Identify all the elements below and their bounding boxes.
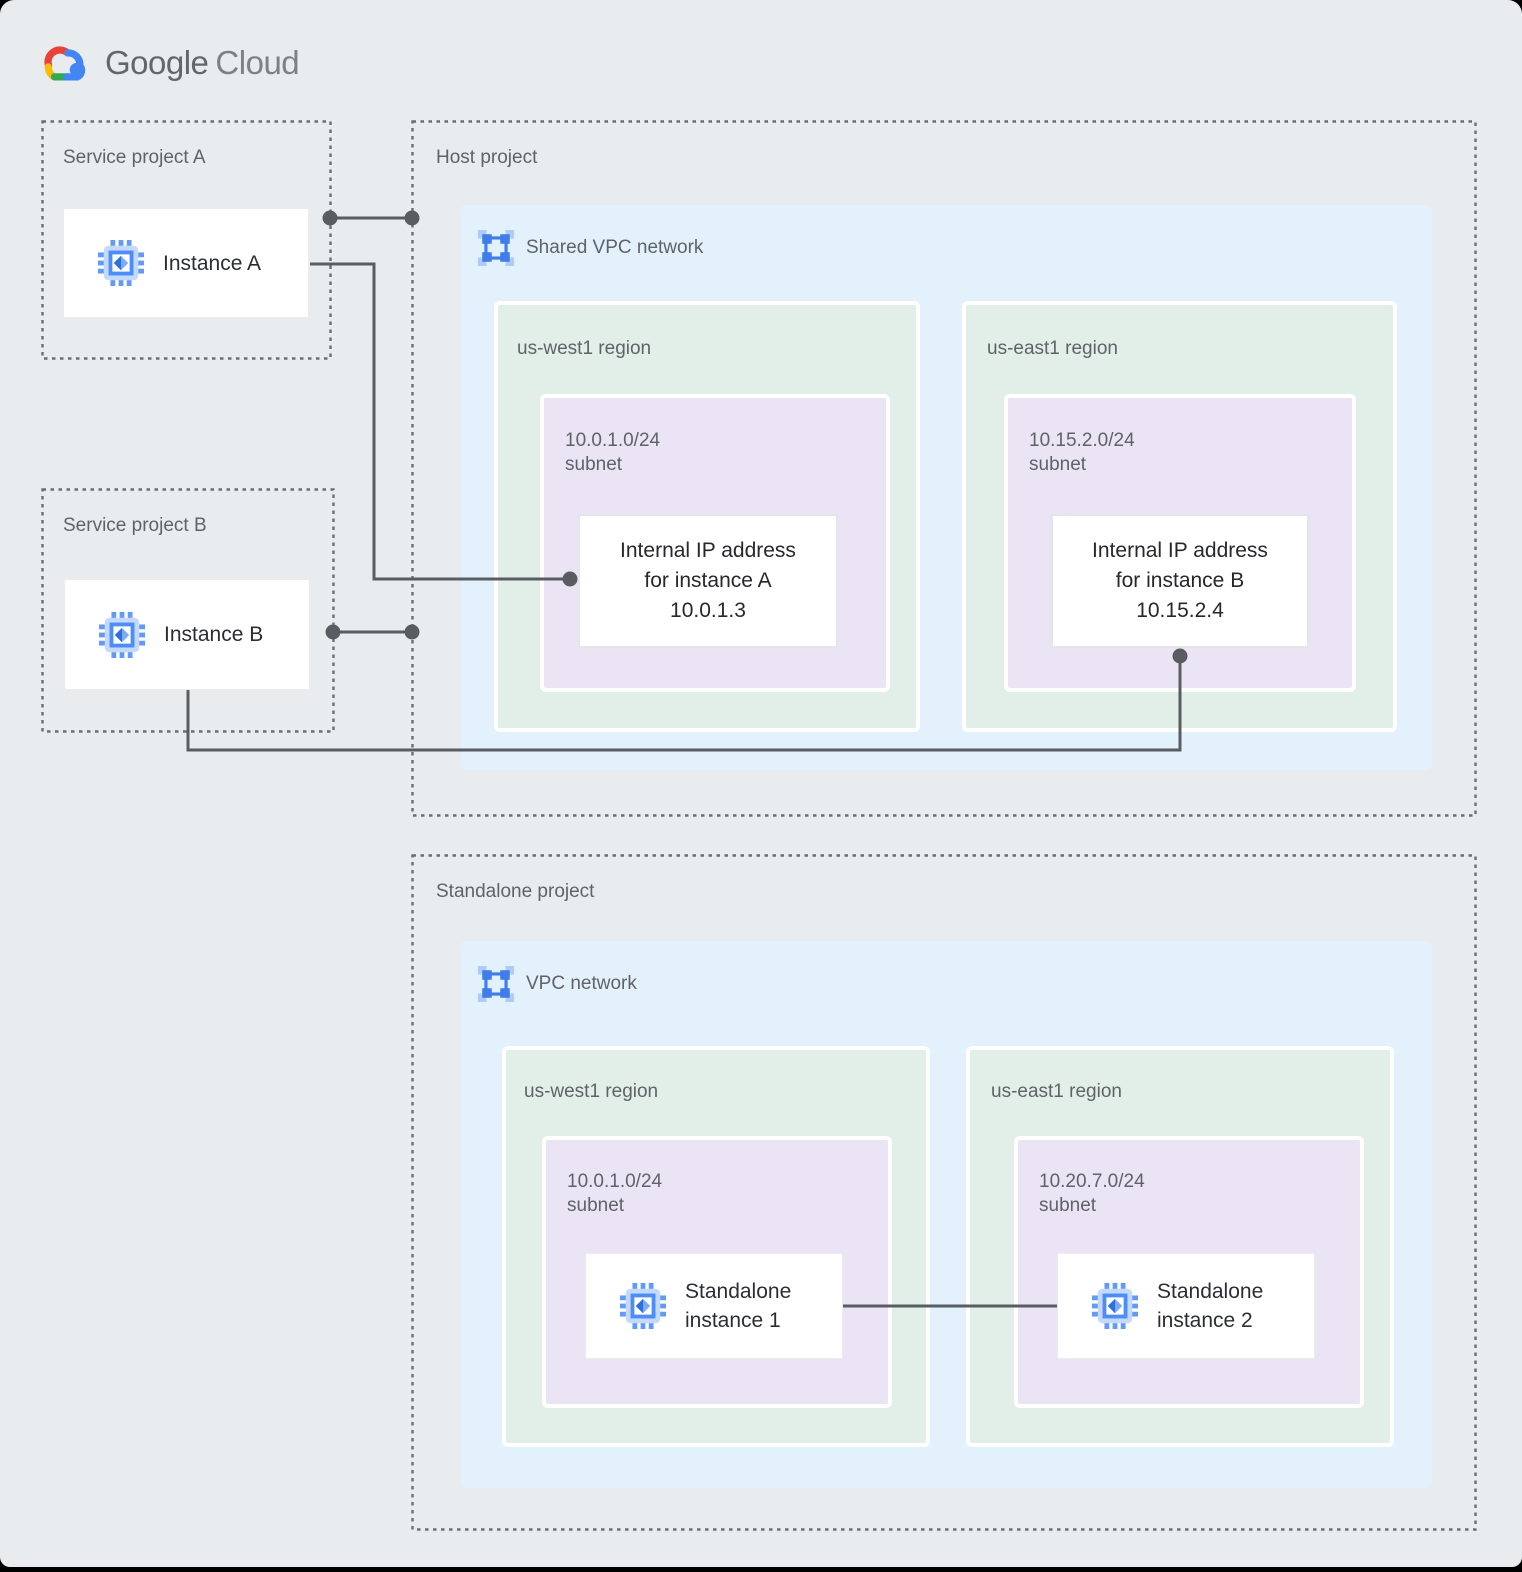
connector-endpoint-dot [404, 210, 420, 226]
shared-vpc-network-row: Shared VPC network [478, 230, 703, 266]
internal-ip-card-b: Internal IP address for instance B 10.15… [1051, 514, 1309, 648]
standalone-west-subnet-label: 10.0.1.0/24 subnet [567, 1170, 662, 1218]
subnet-cidr: 10.0.1.0/24 [565, 430, 661, 451]
host-west-subnet-label: 10.0.1.0/24 subnet [565, 429, 660, 477]
instance-a-card: Instance A [63, 208, 309, 318]
vpc-network-icon [478, 230, 514, 266]
vpc-network-label: VPC network [526, 973, 637, 994]
host-west-region-label: us-west1 region [517, 338, 652, 359]
subnet-word: subnet [1039, 1195, 1097, 1216]
host-east-region-label: us-east1 region [987, 338, 1118, 359]
service-project-a-label: Service project A [63, 147, 206, 168]
subnet-cidr: 10.15.2.0/24 [1029, 430, 1135, 451]
standalone-project-label: Standalone project [436, 881, 595, 902]
internal-ip-card-a: Internal IP address for instance A 10.0.… [578, 514, 838, 648]
ip-a-line1: Internal IP address [620, 539, 796, 562]
standalone-instance-2-line2: instance 2 [1157, 1309, 1253, 1332]
ip-a-line2: for instance A [644, 569, 772, 592]
connector-endpoint-dot [404, 624, 420, 640]
standalone-instance-1-line2: instance 1 [685, 1309, 781, 1332]
compute-instance-icon [1092, 1283, 1138, 1329]
subnet-word: subnet [565, 454, 623, 475]
compute-instance-icon [620, 1283, 666, 1329]
compute-instance-icon [98, 240, 144, 286]
instance-a-label: Instance A [163, 251, 262, 275]
shared-vpc-network-label: Shared VPC network [526, 237, 704, 258]
ip-b-line2: for instance B [1115, 569, 1245, 592]
subnet-word: subnet [567, 1195, 625, 1216]
service-project-b-label: Service project B [63, 515, 207, 536]
vpc-network-icon [478, 966, 514, 1002]
instance-b-label: Instance B [164, 623, 264, 646]
standalone-west-region-label: us-west1 region [524, 1081, 659, 1102]
google-cloud-logo-icon [33, 40, 93, 86]
vpc-network-row: VPC network [478, 966, 637, 1002]
compute-instance-icon [99, 611, 145, 658]
standalone-instance-1-line1: Standalone [685, 1280, 792, 1303]
standalone-instance-2-card: Standalone instance 2 [1057, 1253, 1315, 1359]
subnet-cidr: 10.20.7.0/24 [1039, 1171, 1145, 1192]
connector-endpoint-dot [322, 210, 338, 226]
logo-product: Cloud [215, 44, 300, 81]
ip-b-line3: 10.15.2.4 [1136, 599, 1224, 622]
host-east-subnet-label: 10.15.2.0/24 subnet [1029, 429, 1135, 477]
subnet-word: subnet [1029, 454, 1087, 475]
connector-endpoint-dot [325, 624, 341, 640]
logo-brand: Google [105, 44, 209, 81]
subnet-cidr: 10.0.1.0/24 [567, 1171, 663, 1192]
standalone-east-region-label: us-east1 region [991, 1081, 1122, 1102]
ip-a-line3: 10.0.1.3 [670, 599, 746, 622]
standalone-instance-1-card: Standalone instance 1 [585, 1253, 843, 1359]
standalone-instance-2-line1: Standalone [1157, 1280, 1264, 1303]
ip-b-line1: Internal IP address [1092, 539, 1268, 562]
host-project-label: Host project [436, 147, 538, 168]
instance-b-card: Instance B [64, 579, 310, 690]
standalone-east-subnet-label: 10.20.7.0/24 subnet [1039, 1170, 1145, 1218]
